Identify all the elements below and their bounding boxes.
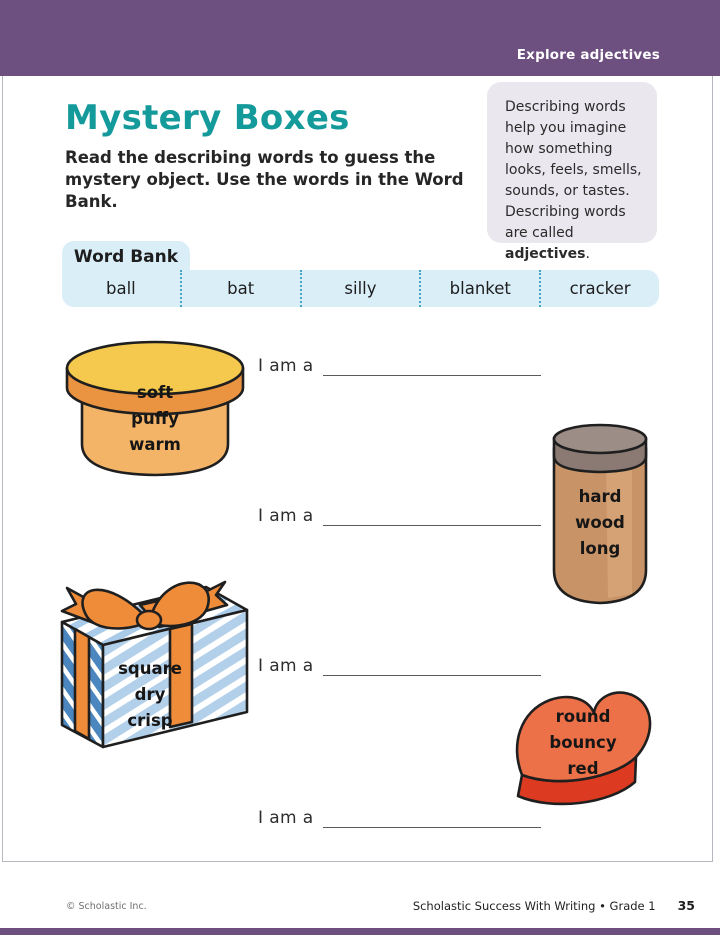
word-bank-word: cracker — [539, 270, 659, 307]
answer-line[interactable] — [322, 655, 541, 676]
adjective-word: bouncy — [549, 733, 617, 752]
adjective-word: long — [579, 539, 621, 558]
answer-row-4: I am a — [258, 804, 541, 828]
footer-bar — [0, 928, 720, 935]
answer-row-2: I am a — [258, 502, 541, 526]
answer-line[interactable] — [322, 807, 541, 828]
answer-row-3: I am a — [258, 652, 541, 676]
round-box-adjectives: soft puffy warm — [60, 380, 250, 458]
prompt-text: I am a — [258, 656, 314, 676]
adjective-word: puffy — [131, 409, 179, 428]
answer-line[interactable] — [322, 355, 541, 376]
adjective-word: red — [567, 759, 599, 778]
cylinder-adjectives: hard wood long — [548, 484, 652, 562]
striped-gift-box-icon: square dry crisp — [45, 570, 265, 762]
answer-row-1: I am a — [258, 352, 541, 376]
adjective-word: square — [118, 659, 182, 678]
gift-box-adjectives: square dry crisp — [45, 656, 255, 734]
copyright-text: © Scholastic Inc. — [66, 901, 147, 912]
page-number: 35 — [677, 898, 695, 913]
callout-text: Describing words help you imagine how so… — [505, 99, 642, 241]
adjective-word: soft — [136, 383, 174, 402]
adjective-word: hard — [578, 487, 622, 506]
heart-box-icon: round bouncy red — [508, 683, 658, 818]
word-bank-label: Word Bank — [62, 241, 190, 273]
wood-cylinder-icon: hard wood long — [548, 418, 652, 608]
prompt-text: I am a — [258, 808, 314, 828]
prompt-text: I am a — [258, 506, 314, 526]
series-title: Scholastic Success With Writing • Grade … — [412, 899, 656, 913]
instructions-text: Read the describing words to guess the m… — [65, 148, 464, 211]
adjective-word: round — [555, 707, 611, 726]
page-title: Mystery Boxes — [65, 98, 350, 138]
callout-bold-word: adjectives — [505, 246, 586, 262]
adjective-word: warm — [129, 435, 181, 454]
answer-line[interactable] — [322, 505, 541, 526]
word-bank-word: bat — [179, 270, 300, 307]
word-bank-word: silly — [299, 270, 420, 307]
header-bar: Explore adjectives — [0, 0, 720, 76]
heart-box-adjectives: round bouncy red — [508, 704, 658, 782]
word-bank-word: ball — [106, 279, 136, 298]
word-bank-word: blanket — [419, 270, 539, 307]
callout-text-end: . — [585, 246, 590, 262]
round-box-icon: soft puffy warm — [60, 336, 250, 478]
adjectives-callout: Describing words help you imagine how so… — [487, 82, 657, 262]
adjective-word: wood — [575, 513, 625, 532]
adjective-word: crisp — [127, 711, 173, 730]
adjective-word: dry — [134, 685, 166, 704]
prompt-text: I am a — [258, 356, 314, 376]
footer-right: Scholastic Success With Writing • Grade … — [413, 898, 695, 913]
word-bank-words: ball bat silly blanket cracker — [62, 270, 659, 307]
header-label: Explore adjectives — [516, 47, 660, 63]
